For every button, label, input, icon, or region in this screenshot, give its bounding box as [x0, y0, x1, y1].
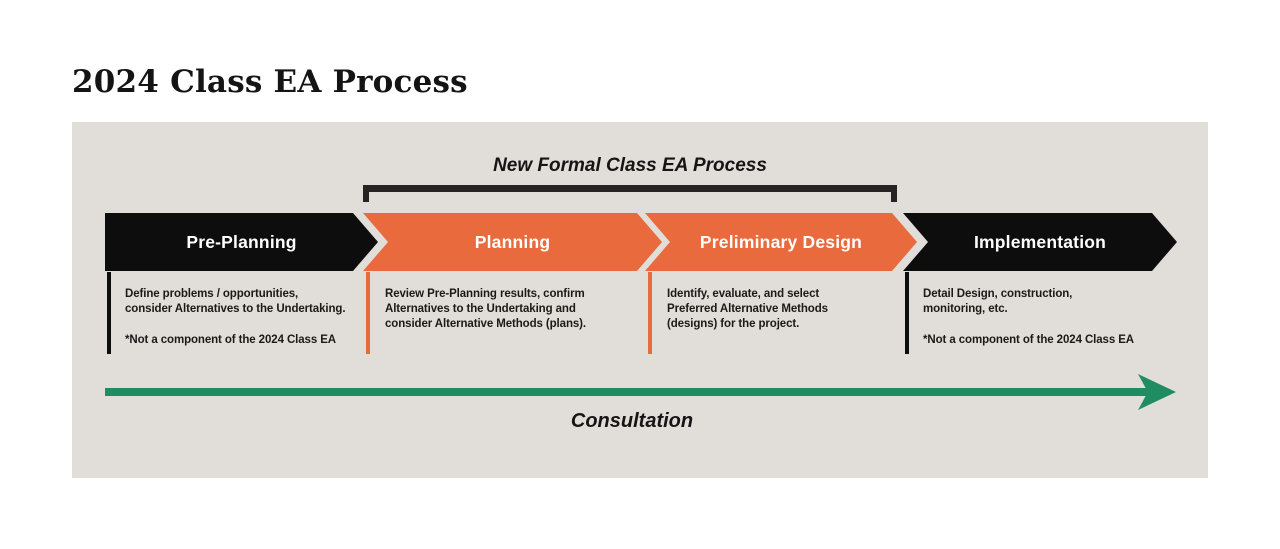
stage-description-text: Identify, evaluate, and select Preferred… — [667, 288, 828, 330]
stage-note: *Not a component of the 2024 Class EA — [125, 334, 337, 346]
stage-label-implementation: Implementation — [973, 231, 1107, 252]
stage-rule-planning — [366, 272, 370, 354]
stage-description-pre-planning: Define problems / opportunities, conside… — [125, 287, 387, 348]
stage-rule-pre-planning — [107, 272, 111, 354]
diagram-panel: New Formal Class EA Process Pre-Planning… — [72, 122, 1208, 478]
consultation-label: Consultation — [570, 410, 694, 432]
stage-arrow-pre-planning: Pre-Planning — [105, 213, 378, 271]
formal-process-bracket — [363, 185, 897, 202]
stage-arrow-planning: Planning — [363, 213, 662, 271]
stage-description-text: Detail Design, construction, monitoring,… — [923, 288, 1073, 315]
consultation-arrow-shaft — [105, 388, 1150, 396]
page-title: 2024 Class EA Process — [72, 64, 468, 100]
stage-description-text: Define problems / opportunities, conside… — [125, 288, 346, 315]
stage-label-pre-planning: Pre-Planning — [186, 231, 297, 252]
stage-arrow-preliminary-design: Preliminary Design — [645, 213, 917, 271]
stage-description-implementation: Detail Design, construction, monitoring,… — [923, 287, 1185, 348]
stage-arrow-implementation: Implementation — [903, 213, 1177, 271]
stage-label-planning: Planning — [474, 231, 551, 252]
stage-description-preliminary-design: Identify, evaluate, and select Preferred… — [667, 287, 929, 348]
stage-rule-preliminary-design — [648, 272, 652, 354]
stage-note: *Not a component of the 2024 Class EA — [923, 334, 1135, 346]
stage-rule-implementation — [905, 272, 909, 354]
stage-label-preliminary-design: Preliminary Design — [699, 231, 863, 252]
stage-description-text: Review Pre-Planning results, confirm Alt… — [385, 288, 586, 330]
stage-description-planning: Review Pre-Planning results, confirm Alt… — [385, 287, 647, 348]
formal-process-label: New Formal Class EA Process — [493, 155, 767, 176]
